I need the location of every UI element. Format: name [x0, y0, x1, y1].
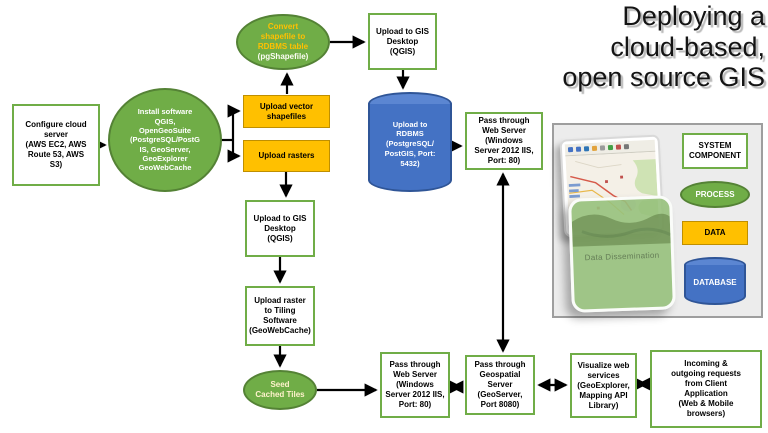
node-visualize-web-services: Visualize web services (GeoExplorer, Map… [570, 353, 637, 418]
layers-icon [599, 145, 606, 151]
overlay-map-image [571, 213, 671, 248]
node-seed-cached-tiles: Seed Cached Tiles [243, 370, 317, 410]
legend-panel: Data Dissemination SYSTEM COMPONENT PROC… [552, 123, 763, 318]
pan-icon [567, 146, 574, 153]
convert-shapefile-label: Convert shapefile to RDBMS table [257, 22, 309, 51]
legend-process: PROCESS [680, 181, 750, 208]
legend-database-label: DATABASE [693, 277, 737, 287]
legend-data: DATA [682, 221, 748, 245]
zoom-icon [575, 146, 582, 152]
node-install-software: Install software QGIS, OpenGeoSuite (Pos… [108, 88, 222, 192]
node-rdbms-database: Upload to RDBMS (PostgreSQL/ PostGIS, Po… [368, 92, 452, 192]
export-icon [623, 144, 630, 150]
legend-system-component: SYSTEM COMPONENT [682, 133, 748, 169]
measure-icon [591, 145, 598, 151]
node-client-requests: Incoming & outgoing requests from Client… [650, 350, 762, 428]
node-convert-shapefile: Convert shapefile to RDBMS table (pgShap… [236, 14, 330, 70]
seed-tiles-label: Seed Cached Tiles [255, 380, 305, 399]
node-upload-vector-shapefiles: Upload vector shapefiles [243, 95, 330, 128]
node-geospatial-server: Pass through Geospatial Server (GeoServe… [465, 355, 535, 415]
marker-green-icon [607, 144, 614, 151]
node-gis-desktop-mid: Upload to GIS Desktop (QGIS) [245, 200, 315, 257]
node-tiling-software: Upload raster to Tiling Software (GeoWeb… [245, 286, 315, 346]
node-configure-cloud-server: Configure cloud server (AWS EC2, AWS Rou… [12, 104, 100, 186]
convert-shapefile-tool: (pgShapefile) [257, 52, 309, 61]
node-upload-rasters: Upload rasters [243, 140, 330, 172]
marker-red-icon [615, 144, 622, 150]
legend-database: DATABASE [684, 257, 746, 305]
node-gis-desktop-top: Upload to GIS Desktop (QGIS) [368, 13, 437, 70]
node-pass-web-server-top: Pass through Web Server (Windows Server … [465, 112, 543, 170]
slide-title: Deploying a cloud-based, open source GIS [562, 1, 765, 92]
rdbms-label: Upload to RDBMS (PostgreSQL/ PostGIS, Po… [384, 119, 436, 168]
data-dissemination-overlay: Data Dissemination [568, 195, 676, 313]
overlay-caption: Data Dissemination [584, 250, 660, 263]
node-pass-web-server-bottom: Pass through Web Server (Windows Server … [380, 352, 450, 418]
cylinder-body [684, 265, 746, 305]
info-icon [583, 146, 590, 152]
